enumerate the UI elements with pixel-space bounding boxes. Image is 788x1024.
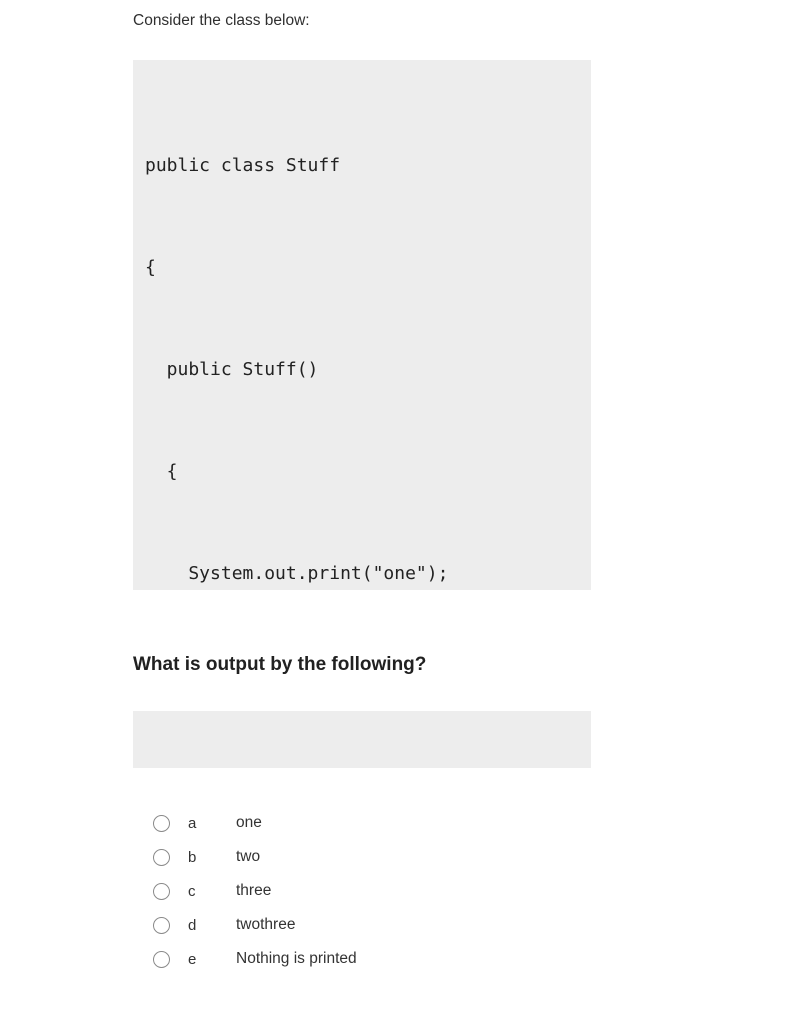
- radio-button-a[interactable]: [153, 814, 170, 832]
- option-row-c[interactable]: c three: [150, 874, 600, 908]
- question-heading: What is output by the following?: [133, 654, 427, 675]
- option-row-e[interactable]: e Nothing is printed: [150, 942, 600, 976]
- option-letter-b: b: [188, 848, 197, 866]
- radio-button-e[interactable]: [153, 950, 170, 968]
- code-line: public class Stuff: [145, 155, 341, 176]
- radio-button-d[interactable]: [153, 916, 170, 934]
- option-text-a: one: [236, 814, 262, 831]
- option-text-d: twothree: [236, 916, 296, 933]
- option-text-b: two: [236, 848, 261, 865]
- option-row-d[interactable]: d twothree: [150, 908, 600, 942]
- code-line: {: [145, 461, 178, 482]
- radio-button-c[interactable]: [153, 882, 170, 900]
- option-row-b[interactable]: b two: [150, 840, 600, 874]
- code-line: {: [145, 257, 156, 278]
- code-line: System.out.print("one");: [145, 563, 449, 584]
- answer-options-list: a one b two c three d twothree e Nothing…: [150, 806, 600, 976]
- radio-button-b[interactable]: [153, 848, 170, 866]
- code-line: public Stuff(): [145, 359, 319, 380]
- option-text-c: three: [236, 882, 272, 899]
- option-text-e: Nothing is printed: [236, 950, 357, 967]
- option-letter-c: c: [188, 882, 196, 900]
- class-definition-code-block: public class Stuff { public Stuff() { Sy…: [133, 60, 591, 590]
- option-row-a[interactable]: a one: [150, 806, 600, 840]
- intro-prompt: Consider the class below:: [133, 12, 310, 29]
- option-letter-e: e: [188, 950, 197, 968]
- snippet-code-block: Stuff something = new Stuff(8);: [133, 711, 591, 768]
- option-letter-a: a: [188, 814, 197, 832]
- option-letter-d: d: [188, 916, 197, 934]
